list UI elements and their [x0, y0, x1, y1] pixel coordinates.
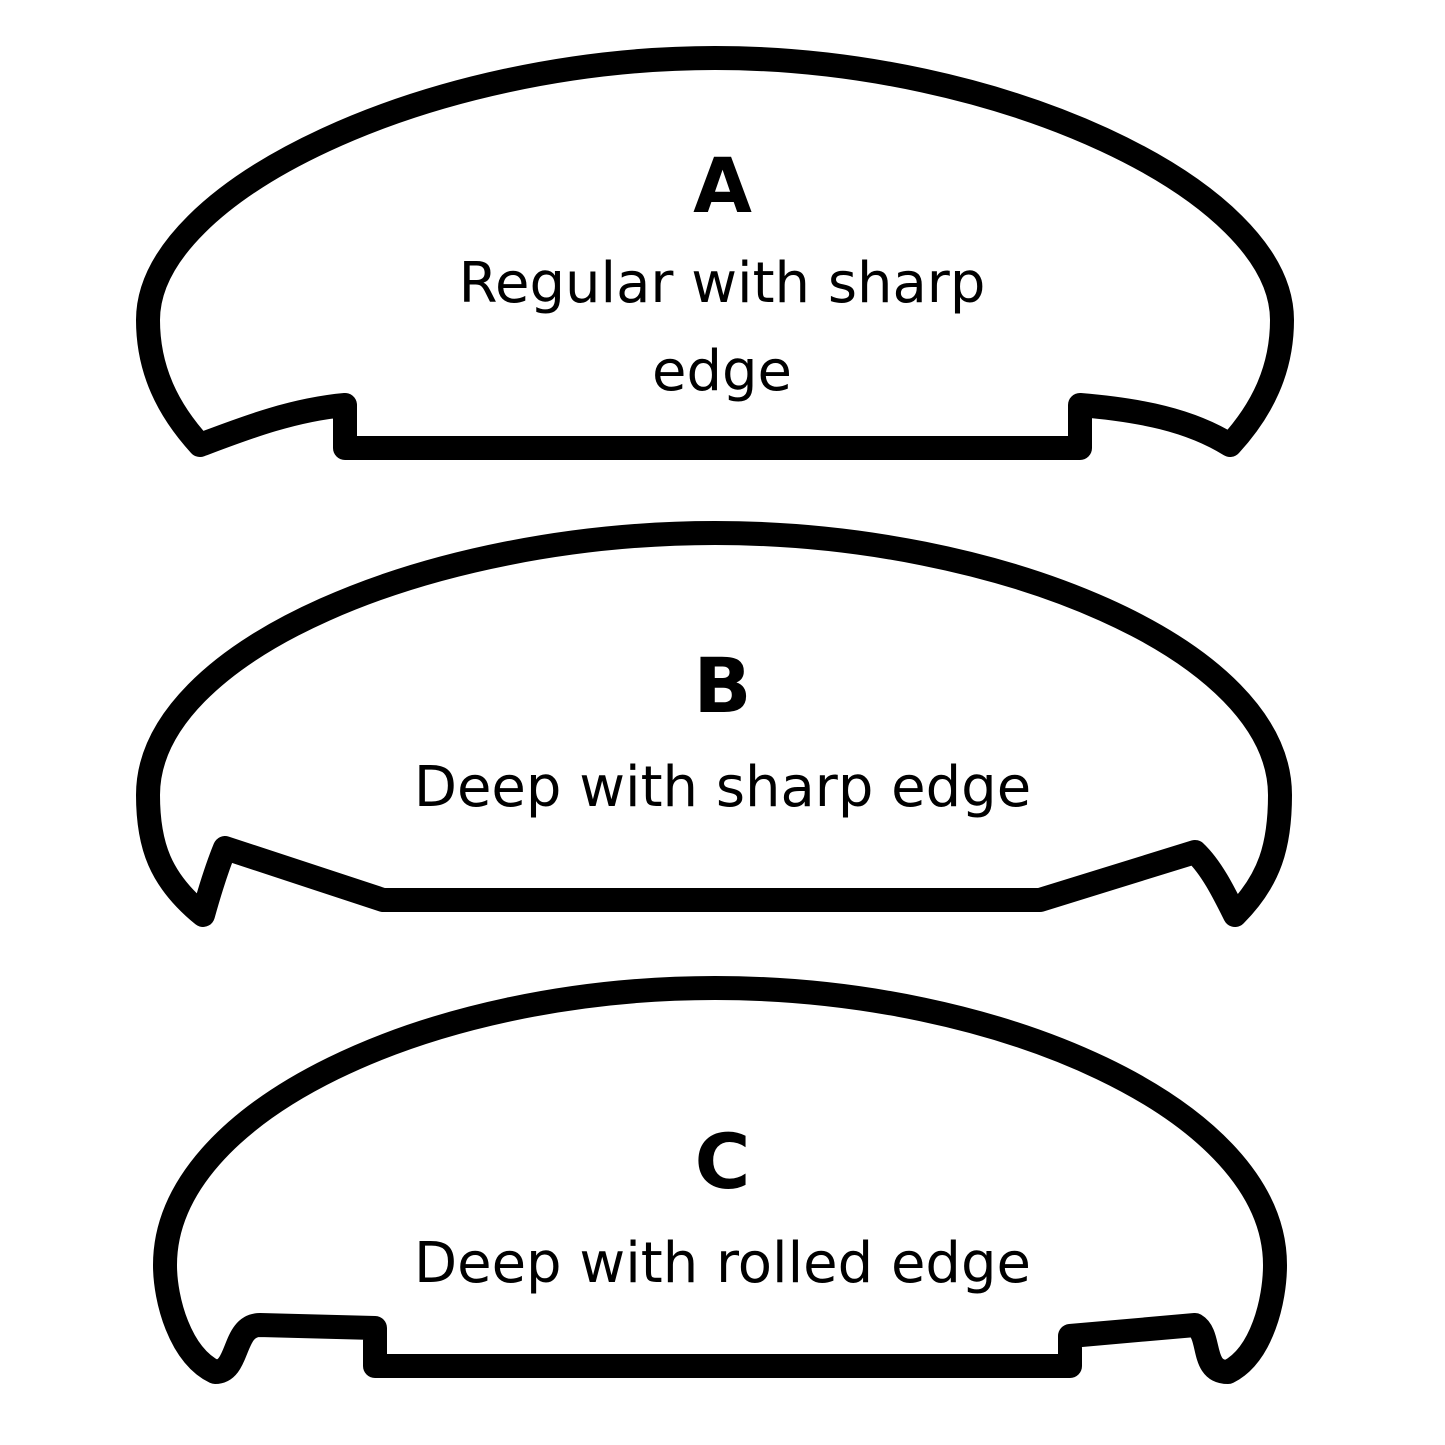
profile-a-outline	[136, 46, 1294, 460]
profile-a-letter: A	[693, 141, 752, 230]
profile-b-letter: B	[693, 641, 752, 730]
profile-c-letter: C	[694, 1117, 751, 1206]
profile-a-description: Regular with sharp edge	[458, 251, 986, 404]
profile-c-outline	[153, 976, 1287, 1384]
profile-b-description: Deep with sharp edge	[413, 755, 1032, 820]
profile-b-outline	[136, 521, 1292, 927]
profile-c-description: Deep with rolled edge	[414, 1231, 1031, 1296]
